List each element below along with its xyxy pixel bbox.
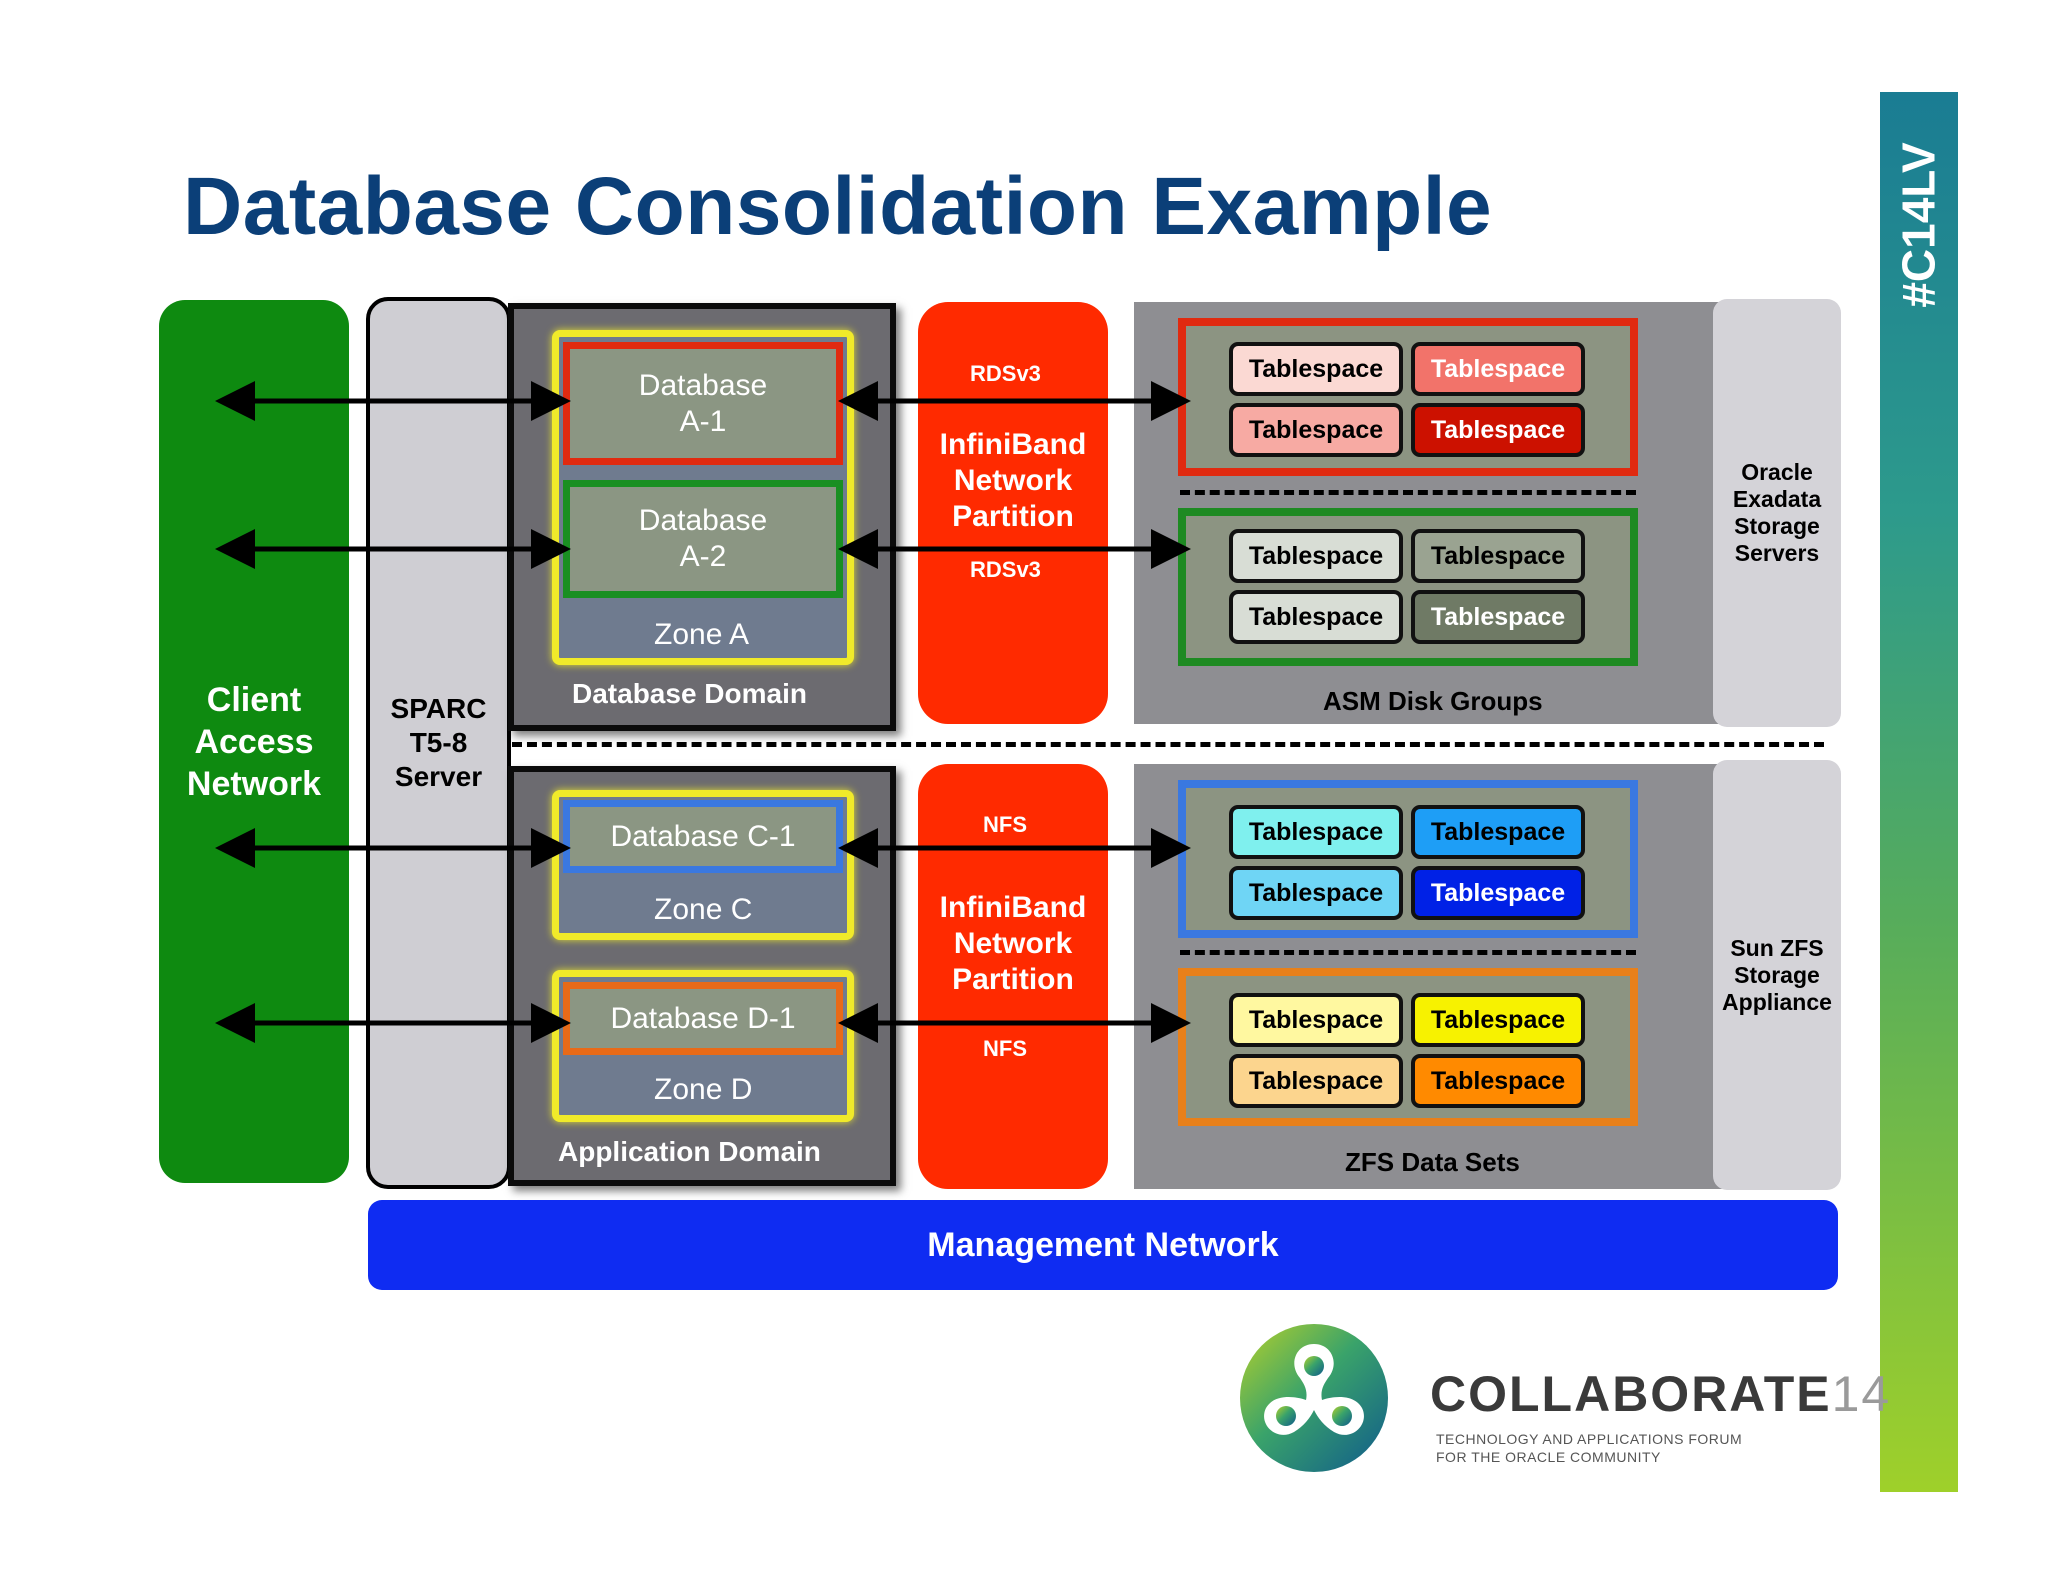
- database-d1: Database D-1: [563, 982, 843, 1055]
- tablespace: Tablespace: [1411, 993, 1585, 1047]
- tablespace: Tablespace: [1229, 1054, 1403, 1108]
- tablespace: Tablespace: [1411, 403, 1585, 457]
- tablespace: Tablespace: [1411, 805, 1585, 859]
- tablespace: Tablespace: [1411, 342, 1585, 396]
- tablespace: Tablespace: [1229, 993, 1403, 1047]
- tablespace: Tablespace: [1229, 403, 1403, 457]
- page-title: Database Consolidation Example: [183, 161, 1493, 252]
- disk-group-divider: [1180, 490, 1636, 495]
- database-c1: Database C-1: [563, 800, 843, 873]
- exadata-storage-servers: Oracle Exadata Storage Servers: [1713, 299, 1841, 727]
- management-network: Management Network: [368, 1200, 1838, 1290]
- tablespace: Tablespace: [1411, 866, 1585, 920]
- tablespace: Tablespace: [1229, 866, 1403, 920]
- tablespace: Tablespace: [1229, 342, 1403, 396]
- ib-bottom-label: InfiniBand Network Partition: [939, 891, 1087, 996]
- asm-disk-groups-label: ASM Disk Groups: [1323, 686, 1543, 716]
- database-domain-label: Database Domain: [572, 678, 807, 709]
- section-divider: [512, 742, 1824, 747]
- sun-zfs-storage-appliance: Sun ZFS Storage Appliance: [1713, 760, 1841, 1190]
- hashtag-sidebar: [1880, 92, 1958, 1492]
- tablespace: Tablespace: [1411, 1054, 1585, 1108]
- infiniband-partition-top: [918, 302, 1108, 724]
- application-domain-label: Application Domain: [558, 1136, 821, 1167]
- tablespace: Tablespace: [1411, 529, 1585, 583]
- tablespace: Tablespace: [1229, 529, 1403, 583]
- ib-top-label: InfiniBand Network Partition: [939, 428, 1087, 533]
- zfs-data-sets-label: ZFS Data Sets: [1345, 1147, 1520, 1177]
- tablespace: Tablespace: [1411, 590, 1585, 644]
- database-a1: Database A-1: [563, 342, 843, 465]
- logo-number: 14: [1831, 1366, 1892, 1422]
- tablespace: Tablespace: [1229, 805, 1403, 859]
- zone-a-label: Zone A: [654, 618, 750, 651]
- zone-d-label: Zone D: [654, 1073, 753, 1106]
- logo-name: COLLABORATE: [1430, 1366, 1832, 1422]
- collaborate-logo-mark: [1240, 1324, 1388, 1472]
- collaborate-logo-text: COLLABORATE14: [1430, 1365, 1891, 1423]
- data-set-divider: [1180, 950, 1636, 955]
- zone-c-label: Zone C: [654, 893, 753, 926]
- database-a2: Database A-2: [563, 480, 843, 598]
- tablespace: Tablespace: [1229, 590, 1403, 644]
- logo-tagline: TECHNOLOGY AND APPLICATIONS FORUM FOR TH…: [1436, 1431, 1743, 1465]
